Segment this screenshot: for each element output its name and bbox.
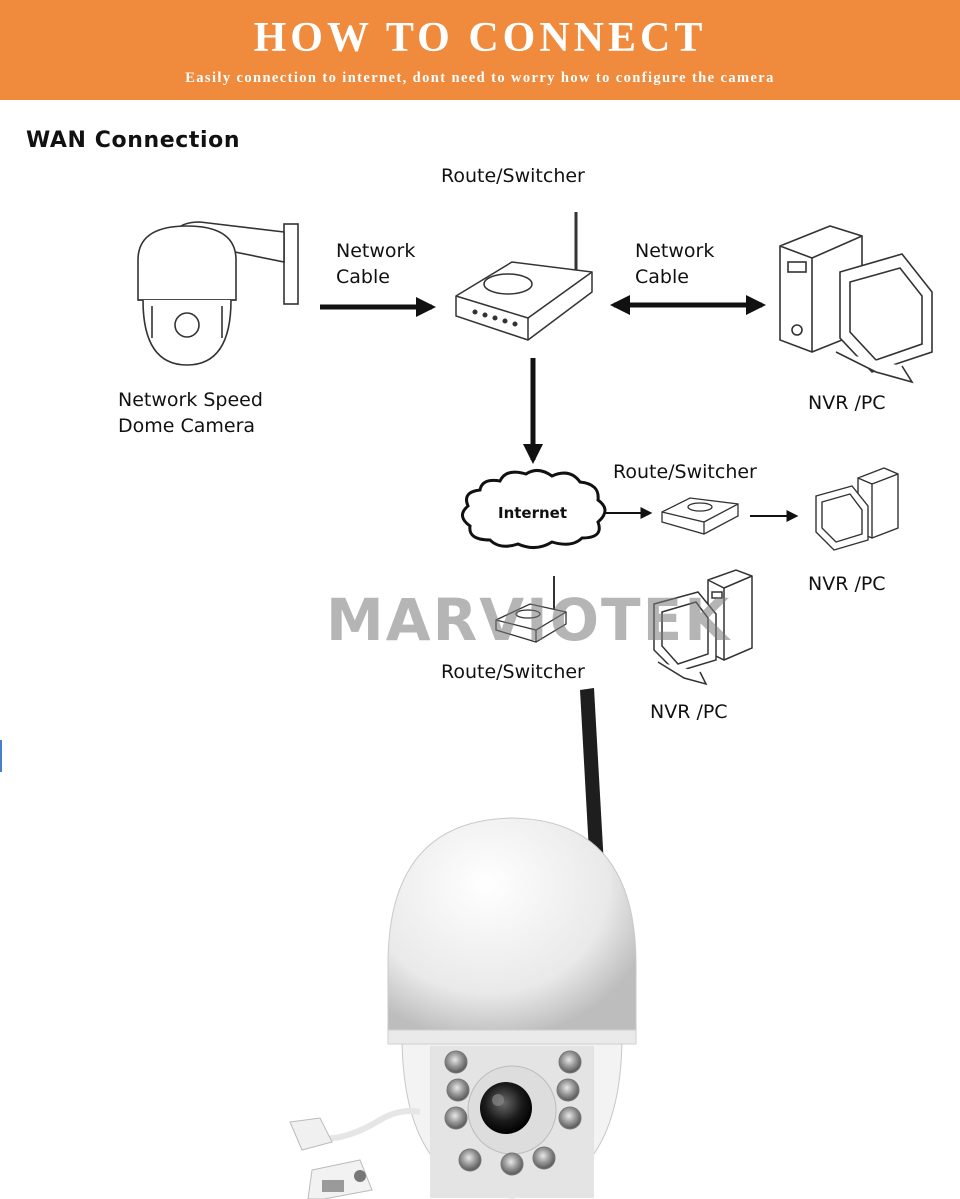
section-title: WAN Connection [26,128,241,153]
watermark: MARVIOTEK [326,586,732,654]
header-banner: HOW TO CONNECT Easily connection to inte… [0,0,960,100]
camera-label-line2: Dome Camera [118,415,256,437]
router-label-bottom: Route/Switcher [441,661,585,683]
edge-marker [0,740,2,772]
cloud-icon [461,469,607,549]
cable-label-right: Network Cable [635,240,715,288]
router-label-top: Route/Switcher [441,165,585,187]
wifi-ptz-dome-camera-photo [289,688,637,1199]
computer-icon [815,467,899,551]
nvr-label-mid: NVR /PC [808,573,886,595]
dome-camera-icon [137,221,299,366]
nvr-label-bottom: NVR /PC [650,701,728,723]
router-icon [495,576,567,643]
nvr-label-top: NVR /PC [808,392,886,414]
banner-subtitle: Easily connection to internet, dont need… [185,70,775,86]
computer-icon [653,569,753,686]
cable-label-left: Network Cable [336,240,416,288]
router-icon [455,212,593,341]
internet-label: Internet [498,504,568,522]
banner-title: HOW TO CONNECT [253,15,707,61]
router-label-mid: Route/Switcher [613,461,757,483]
router-icon [661,497,739,535]
computer-icon [779,225,933,384]
camera-label-line1: Network Speed [118,389,263,411]
